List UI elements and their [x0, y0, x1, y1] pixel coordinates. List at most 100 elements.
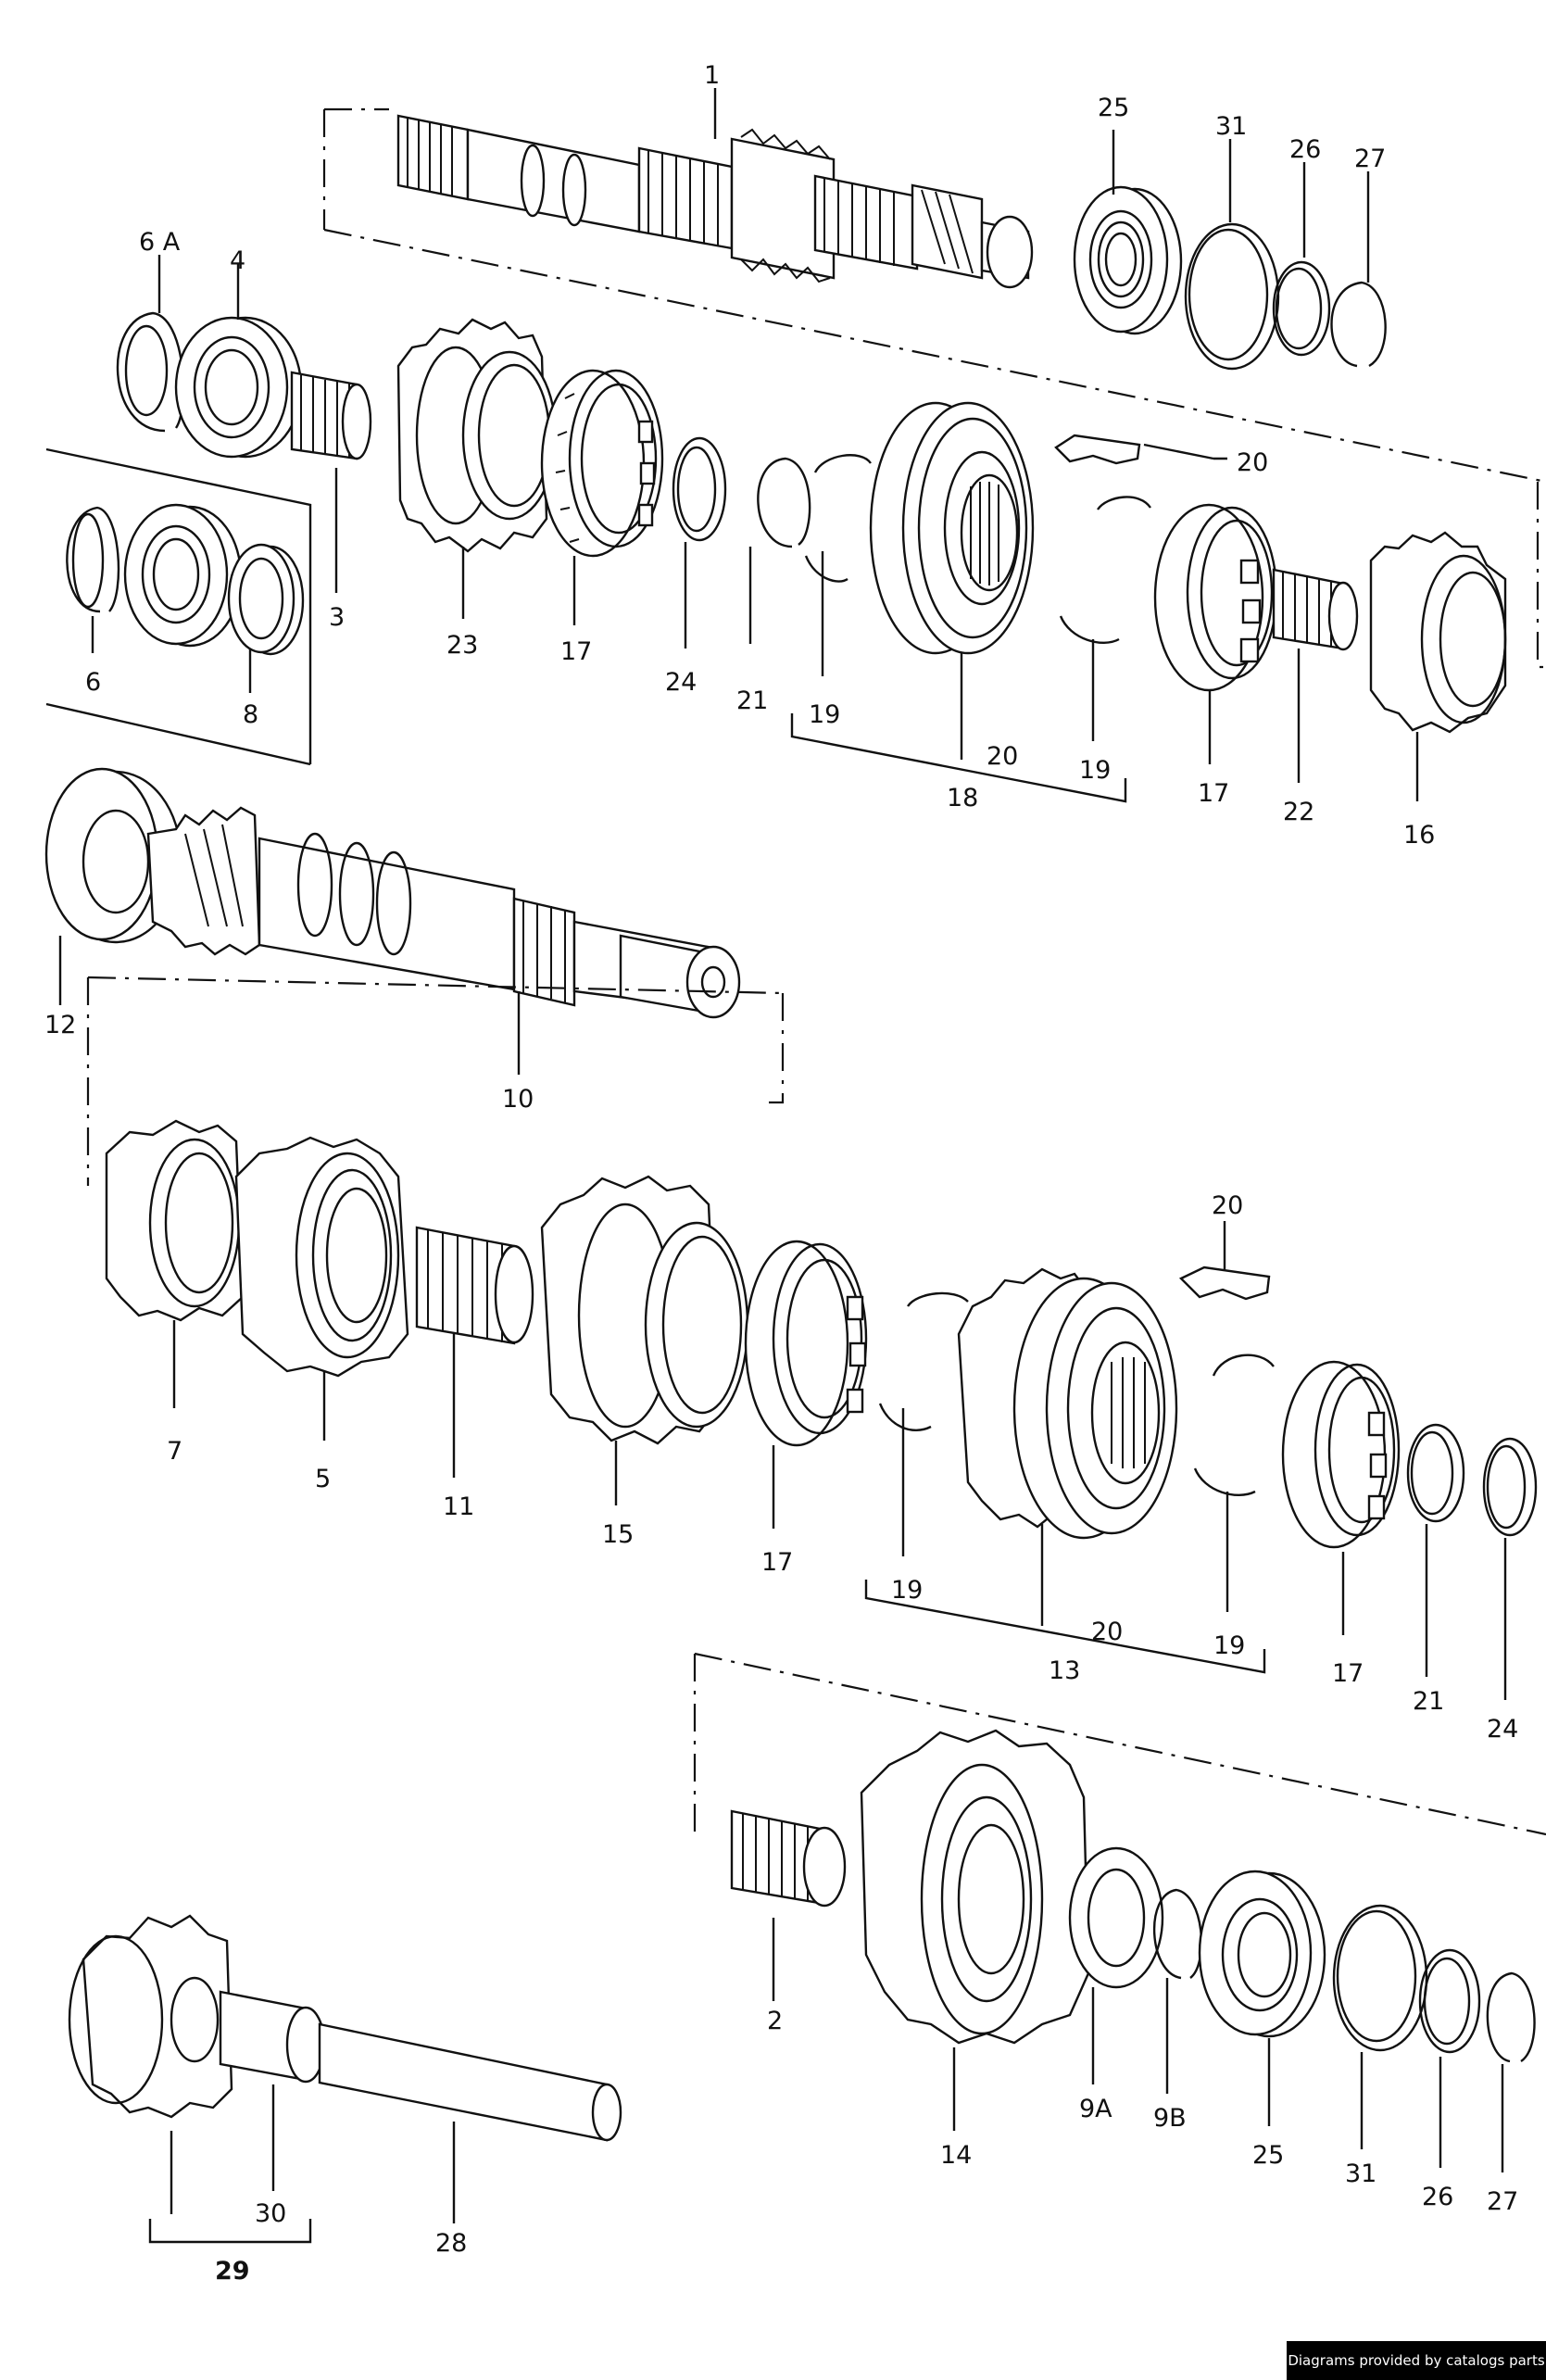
synchro-group-upper [45, 255, 1507, 803]
gear-23 [396, 318, 558, 553]
gear-16 [1369, 531, 1507, 734]
label-25-b: 25 [1252, 2141, 1284, 2170]
ring-21-a [757, 457, 811, 548]
ring-24-a [672, 436, 727, 542]
idler-shaft-28 [318, 2022, 622, 2142]
ring-31-b [1332, 1904, 1428, 2052]
label-19-d: 19 [1213, 1631, 1245, 1660]
label-29: 29 [215, 2257, 250, 2286]
synchro-ring-17-d [1281, 1360, 1401, 1549]
label-24-b: 24 [1487, 1715, 1518, 1744]
label-20-b: 20 [1237, 448, 1268, 477]
ball-bearing-25 [1073, 185, 1183, 335]
synchro-ring-17-c [744, 1240, 868, 1447]
washer-9A [1068, 1846, 1164, 1989]
gear-14 [860, 1729, 1090, 2045]
synchro-ring-17-b [1153, 503, 1278, 692]
synchro-hub-13 [957, 1267, 1178, 1540]
label-13: 13 [1049, 1656, 1080, 1685]
reverse-idler-group [68, 1914, 622, 2244]
label-20-a: 20 [987, 742, 1018, 771]
label-22: 22 [1283, 798, 1314, 826]
synchro-hub-18 [869, 401, 1035, 655]
label-7: 7 [167, 1437, 182, 1466]
spring-19-d [1212, 1354, 1275, 1377]
label-26: 26 [1289, 135, 1321, 164]
label-3: 3 [329, 603, 345, 632]
label-1: 1 [704, 61, 720, 90]
label-27-b: 27 [1487, 2187, 1518, 2216]
ring-31 [1184, 222, 1280, 371]
label-17-a: 17 [560, 637, 592, 666]
spring-19-a [813, 454, 872, 473]
spring-19-c [907, 1291, 969, 1307]
label-21-b: 21 [1413, 1687, 1444, 1716]
label-30: 30 [255, 2199, 286, 2228]
label-14: 14 [940, 2141, 972, 2170]
circlip-6 [66, 506, 120, 613]
label-20-c: 20 [1091, 1618, 1123, 1646]
input-shaft-group [322, 88, 1546, 669]
callout-labels: 1 25 31 26 27 6 A 4 3 6 8 23 17 24 21 19… [44, 61, 1518, 2286]
gear-15 [540, 1175, 749, 1445]
ring-21-b [1406, 1423, 1465, 1523]
main-shaft-10 [146, 806, 741, 1019]
label-26-b: 26 [1422, 2183, 1453, 2211]
label-9A: 9A [1079, 2095, 1112, 2123]
label-6A: 6 A [139, 228, 181, 257]
label-19-a: 19 [809, 700, 840, 729]
label-16: 16 [1403, 821, 1435, 850]
label-12: 12 [44, 1011, 76, 1039]
label-19-b: 19 [1079, 756, 1111, 785]
synchro-ring-17-a [540, 369, 664, 558]
gear-5 [234, 1136, 409, 1378]
label-10: 10 [502, 1085, 534, 1114]
label-9B: 9B [1153, 2104, 1187, 2133]
label-25: 25 [1098, 94, 1129, 122]
idler-gear-29 [68, 1914, 233, 2119]
output-group [693, 1652, 1546, 2172]
roller-bearing-4 [174, 316, 303, 459]
footer-credit: Diagrams provided by catalogs parts [1287, 2341, 1546, 2380]
key-20-a [1054, 434, 1141, 465]
label-24-a: 24 [665, 668, 697, 697]
label-17-c: 17 [761, 1548, 793, 1577]
label-23: 23 [446, 631, 478, 660]
needle-bearing-22 [1272, 568, 1359, 651]
label-31: 31 [1215, 112, 1247, 141]
key-20-b [1178, 1266, 1271, 1301]
input-shaft [396, 114, 1034, 289]
label-4: 4 [230, 246, 245, 275]
label-6: 6 [85, 668, 101, 697]
ball-bearing-25-b [1198, 1870, 1326, 2038]
label-18: 18 [947, 784, 978, 812]
label-31-b: 31 [1345, 2160, 1376, 2188]
label-17-b: 17 [1198, 779, 1229, 808]
main-shaft-group [44, 767, 785, 1186]
synchro-group-lower [105, 1119, 1538, 1700]
bushing-30 [219, 1990, 326, 2084]
gear-7 [105, 1119, 245, 1322]
label-2: 2 [767, 2007, 783, 2035]
label-15: 15 [602, 1520, 634, 1549]
needle-bearing-2 [730, 1809, 847, 1908]
ring-26-b [1418, 1948, 1481, 2054]
label-17-d: 17 [1332, 1659, 1364, 1688]
ring-26 [1272, 260, 1331, 357]
label-8: 8 [243, 700, 258, 729]
label-28: 28 [435, 2229, 467, 2258]
roller-bearing-6-inner [123, 503, 243, 648]
circlip-27-b [1486, 1971, 1536, 2063]
label-11: 11 [443, 1492, 474, 1521]
circlip-27 [1330, 281, 1387, 368]
label-21-a: 21 [736, 686, 768, 715]
needle-bearing-3 [290, 371, 372, 460]
spring-19-b [1097, 496, 1151, 510]
label-5: 5 [315, 1465, 331, 1493]
label-27: 27 [1354, 145, 1386, 173]
label-19-c: 19 [891, 1576, 923, 1605]
label-20-d: 20 [1212, 1191, 1243, 1220]
bearing-12 [44, 767, 182, 944]
needle-bearing-11 [415, 1226, 534, 1345]
